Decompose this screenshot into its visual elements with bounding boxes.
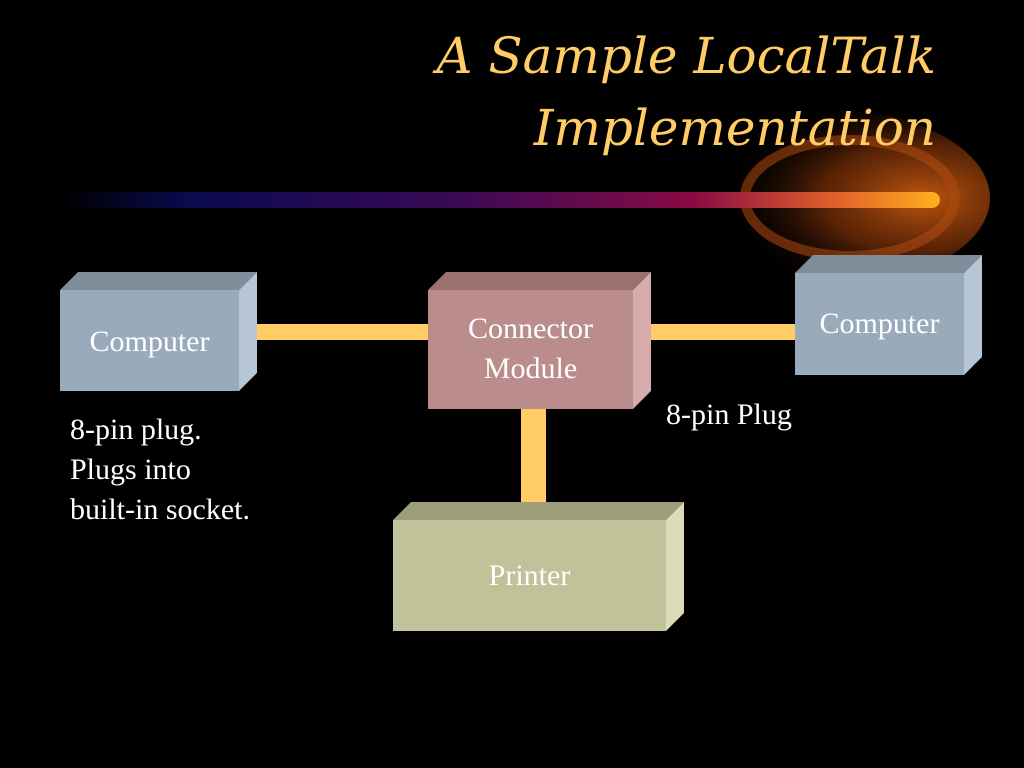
computer-right-label: Computer [819, 307, 940, 340]
right-plug-note: 8-pin Plug [666, 398, 792, 431]
left-note-line-2: Plugs into [70, 453, 191, 486]
computer-right-box [795, 255, 982, 375]
left-note-line-3: built-in socket. [70, 493, 250, 526]
slide-title: A Sample LocalTalk Implementation [236, 20, 936, 164]
printer-label: Printer [488, 559, 571, 592]
left-note-line-1: 8-pin plug. [70, 413, 202, 446]
connector-module-box [428, 272, 651, 409]
printer-box [393, 502, 684, 631]
computer-left-label: Computer [89, 325, 210, 358]
cable-left [238, 324, 430, 340]
connector-label-line-2: Module [483, 352, 578, 385]
computer-left-box [60, 272, 257, 391]
cable-right [633, 324, 795, 340]
cable-down [521, 408, 546, 520]
title-line-1: A Sample LocalTalk [436, 27, 936, 85]
title-line-2: Implementation [533, 99, 936, 157]
connector-label-line-1: Connector [468, 312, 593, 345]
connector-module-label: Connector Module [428, 309, 633, 389]
left-plug-note: 8-pin plug. Plugs into built-in socket. [70, 410, 350, 530]
